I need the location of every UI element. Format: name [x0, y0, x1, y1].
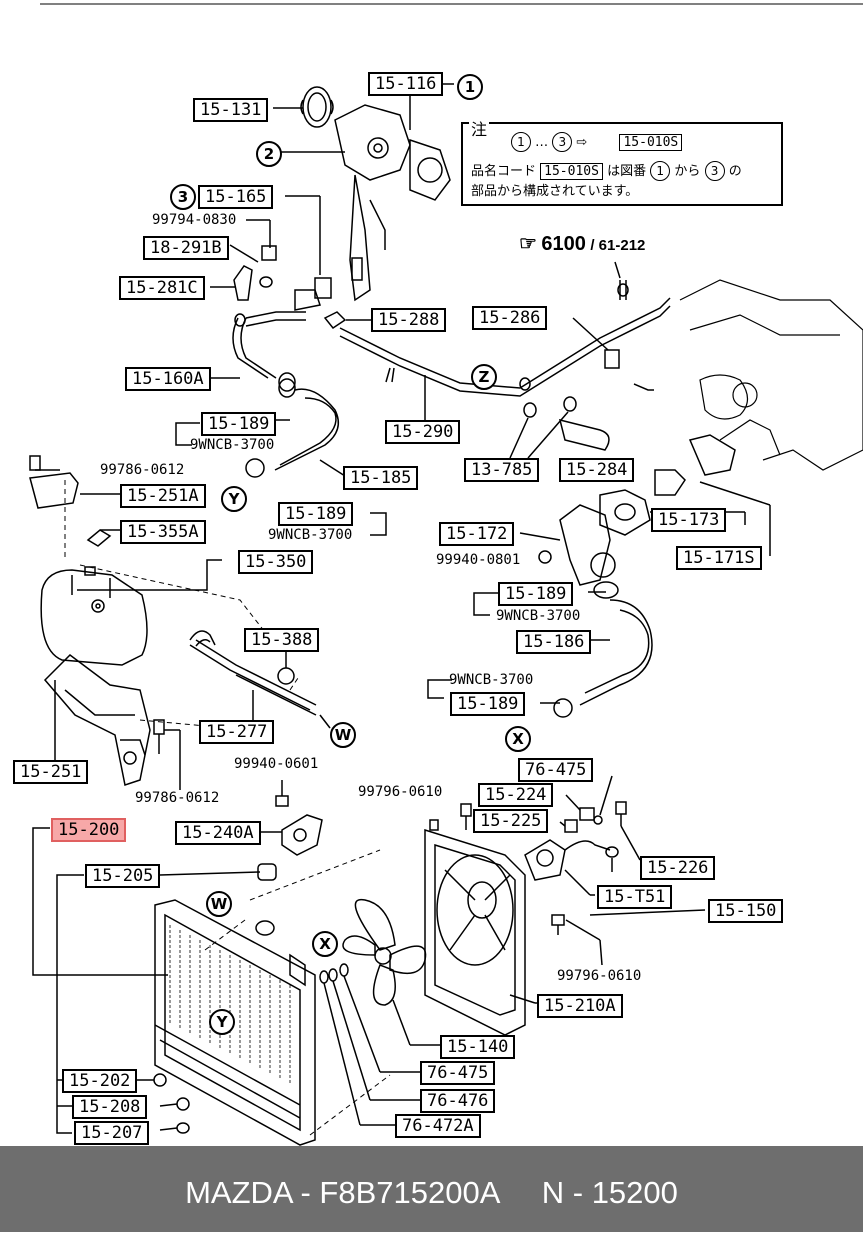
water-pump-drawing	[334, 104, 451, 302]
marker-z: Z	[471, 364, 497, 390]
part-label-15-210a[interactable]: 15-210A	[537, 994, 623, 1018]
part-label-15-284[interactable]: 15-284	[559, 458, 635, 482]
reference-sub: / 61-212	[590, 237, 646, 254]
part-label-15-150[interactable]: 15-150	[708, 899, 784, 923]
part-label-15-288[interactable]: 15-288	[371, 308, 447, 332]
marker-3: 3	[170, 184, 196, 210]
note-circle-3: 3	[552, 132, 573, 152]
reservoir-bracket-drawing	[43, 654, 151, 786]
note-arrow: ⇨	[576, 135, 588, 150]
part-label-15-140[interactable]: 15-140	[440, 1035, 516, 1059]
pointing-hand-icon: ☞	[519, 233, 537, 255]
part-label-76-475-a[interactable]: 76-475	[518, 758, 594, 782]
marker-w-upper: W	[330, 722, 356, 748]
note-text-a: 品名コード	[471, 164, 537, 179]
part-label-15-350[interactable]: 15-350	[238, 550, 314, 574]
code-9wncb-3700-d: 9WNCB-3700	[449, 672, 534, 688]
fan-motor-drawing	[524, 839, 619, 881]
fan-shroud-drawing	[424, 819, 526, 1036]
marker-y-upper: Y	[221, 486, 247, 512]
part-label-15-225[interactable]: 15-225	[473, 809, 549, 833]
part-label-15-251[interactable]: 15-251	[13, 760, 89, 784]
part-label-15-224[interactable]: 15-224	[478, 783, 554, 807]
part-label-15-171s[interactable]: 15-171S	[676, 546, 762, 570]
part-label-15-189-c[interactable]: 15-189	[498, 582, 574, 606]
footer-caption: MAZDA - F8B715200A N - 15200	[0, 1146, 863, 1232]
note-circle-3b: 3	[704, 161, 725, 181]
reference-link[interactable]: ☞ 6100 / 61-212	[519, 231, 645, 256]
note-text-b: は図番	[607, 164, 647, 179]
marker-x-upper: X	[505, 726, 531, 752]
code-99796-0610-b: 99796-0610	[557, 968, 642, 984]
marker-2: 2	[256, 141, 282, 167]
reservoir-tank-drawing	[40, 529, 148, 666]
marker-1: 1	[457, 74, 483, 100]
part-label-15-290[interactable]: 15-290	[385, 420, 461, 444]
code-99786-0612-b: 99786-0612	[135, 790, 220, 806]
part-label-15-205[interactable]: 15-205	[85, 864, 161, 888]
part-label-76-472a[interactable]: 76-472A	[395, 1114, 481, 1138]
code-99940-0801: 99940-0801	[436, 552, 521, 568]
part-label-15-t51[interactable]: 15-T51	[597, 885, 673, 909]
marker-x-lower: X	[312, 931, 338, 957]
code-99786-0612-a: 99786-0612	[100, 462, 185, 478]
part-label-15-207[interactable]: 15-207	[74, 1121, 150, 1145]
part-label-15-189-b[interactable]: 15-189	[278, 502, 354, 526]
part-label-15-186[interactable]: 15-186	[516, 630, 592, 654]
part-label-15-286[interactable]: 15-286	[472, 306, 548, 330]
code-9wncb-3700-c: 9WNCB-3700	[496, 608, 581, 624]
code-9wncb-3700-a: 9WNCB-3700	[190, 437, 275, 453]
code-9wncb-3700-b: 9WNCB-3700	[268, 527, 353, 543]
part-label-13-785[interactable]: 13-785	[464, 458, 540, 482]
part-label-15-160a[interactable]: 15-160A	[125, 367, 211, 391]
radiator-bracket-drawing	[275, 795, 323, 856]
part-label-15-251a[interactable]: 15-251A	[120, 484, 206, 508]
code-99796-0610-a: 99796-0610	[358, 784, 443, 800]
part-label-15-388[interactable]: 15-388	[244, 628, 320, 652]
part-label-18-291b[interactable]: 18-291B	[143, 236, 229, 260]
part-label-15-185[interactable]: 15-185	[343, 466, 419, 490]
part-label-15-172[interactable]: 15-172	[439, 522, 515, 546]
fan-blade-drawing	[342, 898, 427, 1006]
note-circle-1b: 1	[650, 161, 671, 181]
part-label-15-226[interactable]: 15-226	[640, 856, 716, 880]
reference-main: 6100	[541, 233, 586, 255]
part-label-15-200[interactable]: 15-200	[51, 818, 127, 842]
note-ellipsis: …	[535, 135, 549, 150]
part-label-15-165[interactable]: 15-165	[198, 185, 274, 209]
note-circle-1: 1	[511, 132, 531, 152]
part-label-15-208[interactable]: 15-208	[72, 1095, 148, 1119]
part-label-15-189-a[interactable]: 15-189	[201, 412, 277, 436]
pulley-drawing	[300, 86, 334, 128]
note-box-15-010s: 15-010S	[619, 134, 683, 151]
thermostat-housing-drawing	[538, 434, 736, 586]
marker-y-lower: Y	[209, 1009, 235, 1035]
code-99940-0601: 99940-0601	[234, 756, 319, 772]
part-label-15-116[interactable]: 15-116	[368, 72, 444, 96]
part-label-15-240a[interactable]: 15-240A	[175, 821, 261, 845]
part-label-15-281c[interactable]: 15-281C	[119, 276, 205, 300]
part-label-15-202[interactable]: 15-202	[62, 1069, 138, 1093]
marker-w-lower: W	[206, 891, 232, 917]
part-label-15-355a[interactable]: 15-355A	[120, 520, 206, 544]
note-text-c: から	[674, 164, 701, 179]
note-text-line3: 部品から構成されています。	[471, 184, 639, 199]
part-label-15-131[interactable]: 15-131	[193, 98, 269, 122]
code-99794-0830: 99794-0830	[152, 212, 237, 228]
note-box-15-010s-2: 15-010S	[540, 163, 603, 180]
note-text-d: の	[728, 164, 742, 179]
assembly-note: 注 1 … 3 ⇨ 15-010S 品名コード 15-010S は図番 1 から…	[461, 116, 783, 206]
part-label-76-475-b[interactable]: 76-475	[420, 1061, 496, 1085]
note-title: 注	[469, 116, 490, 140]
engine-block-drawing	[679, 279, 863, 471]
part-label-15-277[interactable]: 15-277	[199, 720, 275, 744]
radiator-drawing	[153, 863, 316, 1146]
part-label-15-173[interactable]: 15-173	[651, 508, 727, 532]
part-label-15-189-d[interactable]: 15-189	[450, 692, 526, 716]
part-label-76-476[interactable]: 76-476	[420, 1089, 496, 1113]
